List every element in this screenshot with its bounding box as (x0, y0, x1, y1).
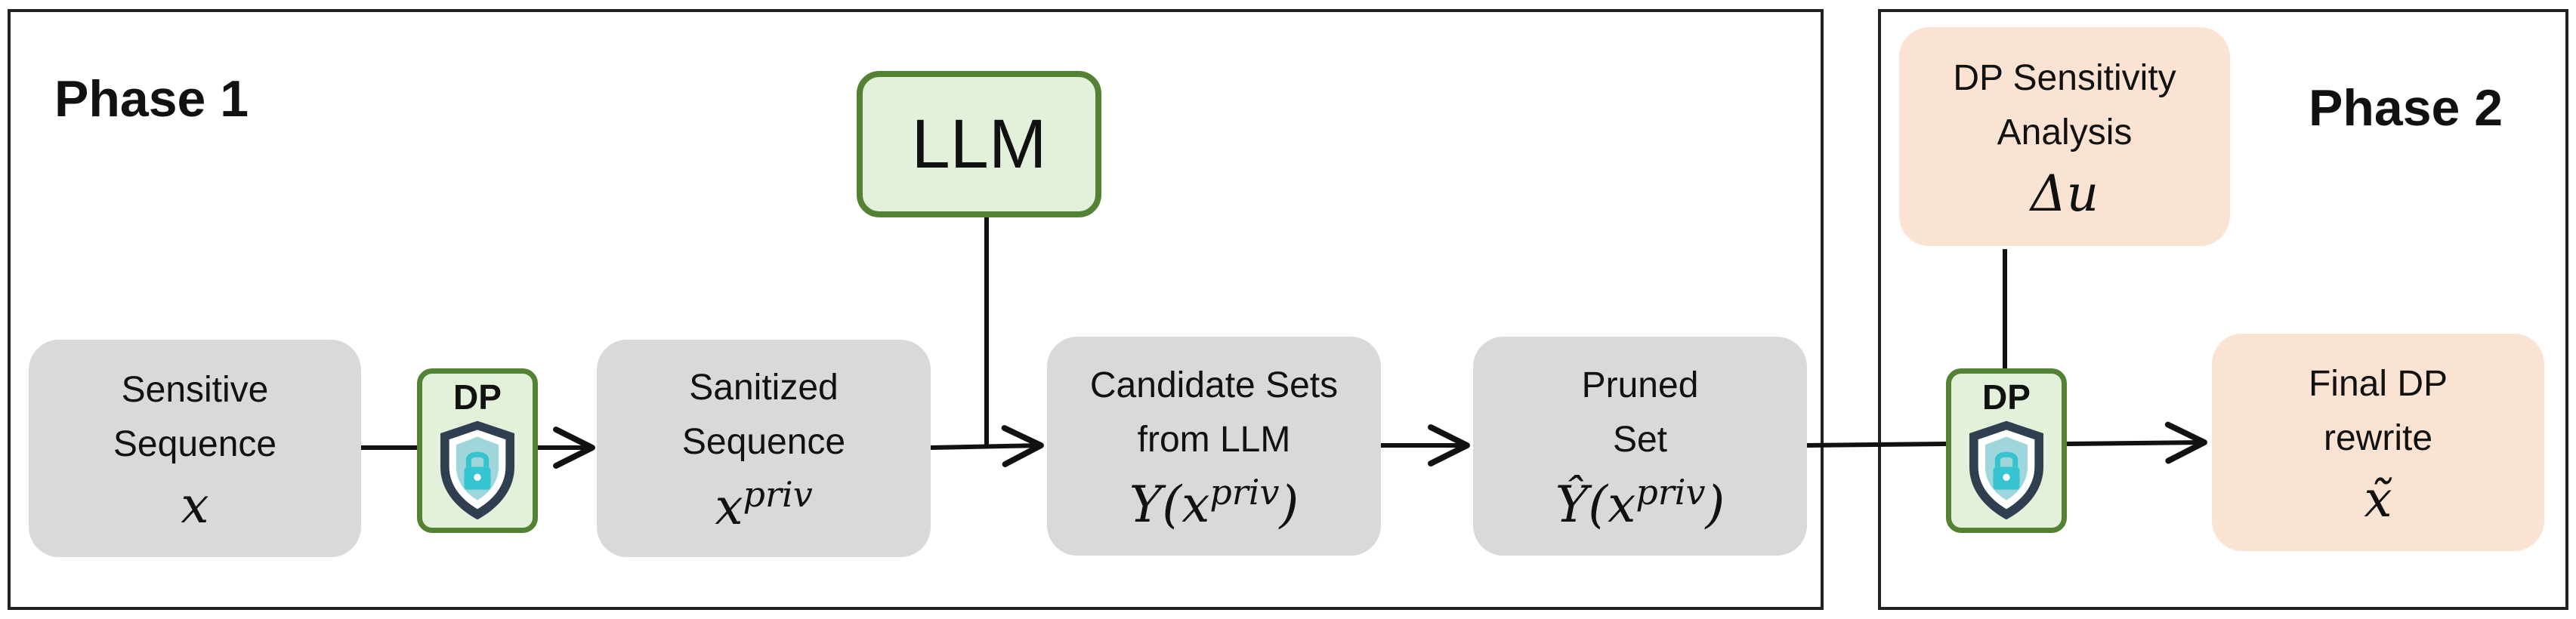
final-line1: Final DP (2308, 363, 2448, 404)
node-sanitized-sequence: Sanitized Sequence xpriv (597, 340, 931, 557)
pruned-line2: Set (1612, 420, 1668, 460)
edge-sanitized-to-candidate (930, 425, 1044, 467)
dp-badge-2: DP (1946, 368, 2067, 533)
phase1-title: Phase 1 (54, 70, 249, 128)
shield-lock-icon (440, 420, 514, 520)
candidate-line1: Candidate Sets (1089, 365, 1339, 405)
sensitivity-math: Δu (2030, 164, 2099, 223)
llm-box: LLM (857, 71, 1101, 217)
sensitivity-line1: DP Sensitivity (1953, 57, 2176, 98)
llm-label: LLM (911, 105, 1047, 183)
node-candidate-sets: Candidate Sets from LLM Y(xpriv) (1047, 337, 1381, 556)
sanitized-math-sup: priv (743, 474, 813, 515)
dp-badge-1: DP (417, 368, 538, 533)
sanitized-math: xpriv (715, 474, 813, 536)
candidate-math: Y(xpriv) (1129, 472, 1299, 534)
node-final-dp-rewrite: Final DP rewrite x̃ (2212, 334, 2544, 551)
phase2-frame (1878, 9, 2568, 610)
edge-pruned-to-dp2 (1806, 442, 1947, 448)
dp-badge-1-label: DP (453, 377, 502, 417)
node-pruned-set: Pruned Set Ŷ(xpriv) (1473, 337, 1807, 556)
pruned-math: Ŷ(xpriv) (1555, 472, 1725, 534)
sensitivity-line2: Analysis (1997, 112, 2133, 152)
pruned-math-sup: priv (1635, 472, 1706, 513)
final-math: x̃ (2364, 470, 2392, 528)
candidate-math-sup: priv (1209, 472, 1280, 513)
sanitized-line1: Sanitized (689, 368, 839, 408)
sanitized-line2: Sequence (681, 422, 846, 462)
shield-lock-icon (1969, 420, 2043, 520)
phase1-frame (8, 9, 1824, 610)
candidate-line2: from LLM (1137, 420, 1291, 460)
sensitive-math: x (181, 476, 209, 534)
edge-dp2-to-final (2066, 421, 2207, 464)
phase2-title: Phase 2 (2309, 79, 2503, 137)
dp-badge-2-label: DP (1982, 377, 2031, 417)
node-sensitive-sequence: Sensitive Sequence x (29, 340, 361, 557)
final-line2: rewrite (2323, 417, 2433, 458)
node-dp-sensitivity-analysis: DP Sensitivity Analysis Δu (1899, 27, 2230, 246)
pruned-line1: Pruned (1581, 365, 1699, 405)
sensitive-line2: Sequence (113, 423, 277, 464)
sensitive-line1: Sensitive (121, 369, 269, 410)
